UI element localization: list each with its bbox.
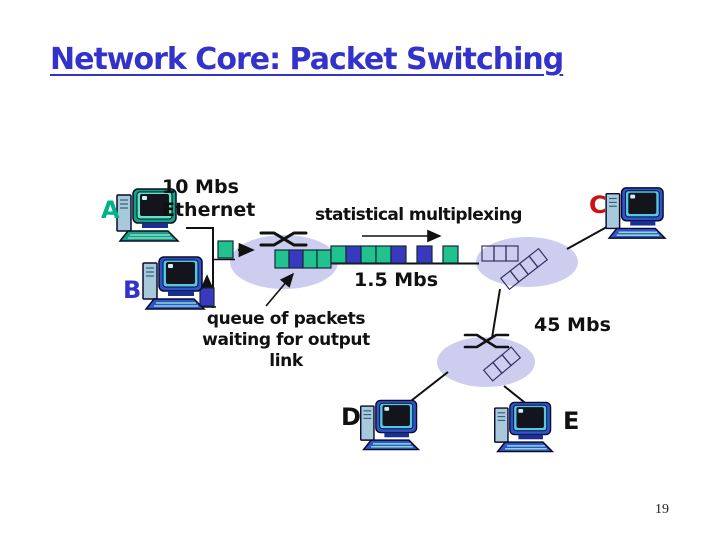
hostB-computer-icon — [142, 256, 206, 310]
link-packets — [330, 245, 459, 264]
router1-queue-packets — [274, 249, 332, 269]
hostB-packet — [199, 287, 215, 307]
label-ethernet-line1: 10 Mbs — [162, 176, 239, 198]
hostA-computer-icon — [116, 188, 180, 242]
label-queue-note-line3: link — [269, 351, 303, 371]
label-ethernet-line2: Ethernet — [162, 199, 256, 221]
router3-diagonal-queue — [482, 346, 522, 382]
router2-horizontal-queue — [481, 245, 519, 262]
hostD-label: D — [341, 403, 361, 431]
router2-diagonal-queue — [499, 247, 549, 291]
page-title: Network Core: Packet Switching — [50, 42, 564, 77]
hostC-label: C — [589, 191, 607, 219]
hostE-label: E — [563, 407, 580, 435]
link-router3-hostD — [406, 371, 449, 405]
arrow-queue-note — [265, 272, 295, 307]
link-router2-router3 — [491, 288, 501, 339]
hostA-packet — [217, 240, 234, 259]
page-number: 19 — [655, 502, 669, 517]
label-trunk-rate: 45 Mbs — [534, 314, 611, 336]
switch-icon-router3 — [463, 333, 510, 349]
label-queue-note-line2: waiting for output — [202, 330, 370, 350]
hostA-label: A — [101, 196, 120, 224]
hostB-label: B — [123, 276, 142, 304]
router-3-ellipse — [437, 337, 535, 387]
switch-icon-router1 — [259, 231, 308, 247]
hostD-computer-icon — [360, 399, 421, 451]
label-link-rate: 1.5 Mbs — [354, 269, 439, 291]
label-statistical-multiplexing: statistical multiplexing — [315, 205, 522, 225]
label-ethernet-rate: 10 Mbs Ethernet — [162, 176, 255, 222]
hostE-computer-icon — [494, 401, 555, 453]
label-queue-note-line1: queue of packets — [206, 309, 366, 329]
label-queue-note: queue of packets waiting for output link — [188, 309, 384, 372]
hostC-computer-icon — [605, 187, 667, 239]
router-2-ellipse — [476, 237, 578, 287]
